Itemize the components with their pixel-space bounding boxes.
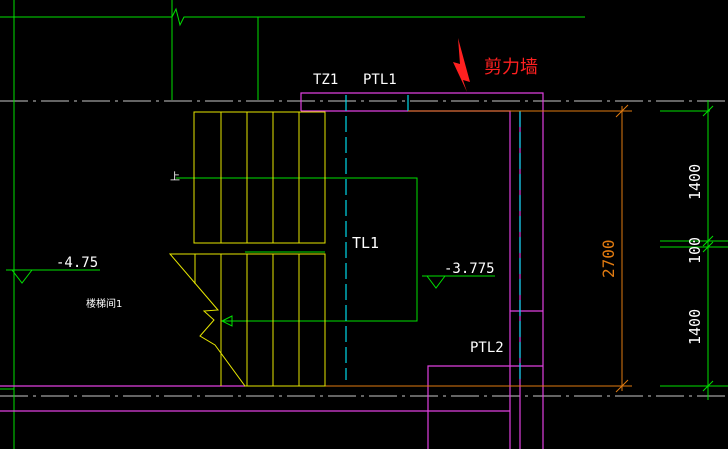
label-tz1: TZ1: [313, 72, 338, 88]
dim-ticks-2700: [615, 104, 629, 393]
elev-right: -3.775: [444, 261, 495, 277]
break-line-top: [0, 7, 585, 27]
red-arrow-icon: [453, 38, 470, 92]
ptl2-beam: [427, 365, 510, 449]
cyan-lines: [345, 95, 521, 380]
landing-outline: [176, 177, 418, 322]
label-ptl1: PTL1: [363, 72, 397, 88]
label-up: 上: [170, 171, 180, 183]
upper-flight: [193, 111, 326, 244]
elev-symbol-left: [6, 269, 56, 284]
orange-dimension: [245, 104, 632, 393]
dim-1400-top: 1400: [686, 164, 704, 200]
dim-1400-bottom: 1400: [686, 309, 704, 345]
bottom-beam: [0, 385, 510, 412]
label-shear-wall: 剪力墙: [484, 57, 538, 78]
dim-100: 100: [686, 237, 704, 264]
dim-ticks-right: [702, 105, 714, 392]
elev-symbol-right: [422, 275, 495, 289]
stair-treads: [168, 111, 326, 387]
direction-arrow: [220, 315, 233, 327]
label-tl1: TL1: [352, 234, 379, 252]
label-ptl2: PTL2: [470, 340, 504, 356]
axis-lines: [0, 100, 728, 397]
wall-outer: [300, 92, 544, 449]
dim-2700: 2700: [599, 239, 618, 278]
label-stairwell: 楼梯间1: [86, 297, 122, 310]
elev-left: -4.75: [56, 255, 98, 271]
lower-flight: [168, 253, 326, 387]
